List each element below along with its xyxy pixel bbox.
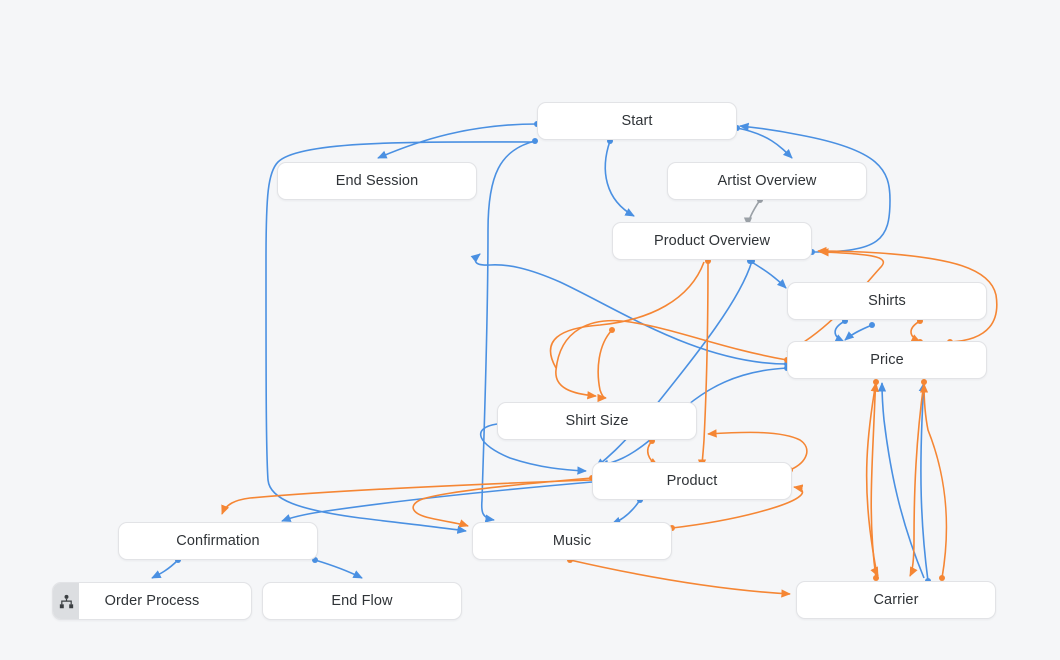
node-shirt-size[interactable]: Shirt Size (497, 402, 697, 440)
node-music[interactable]: Music (472, 522, 672, 560)
node-label: End Session (335, 172, 419, 189)
node-order-process[interactable]: Order Process (52, 582, 252, 620)
node-label: Artist Overview (717, 172, 817, 189)
hierarchy-icon (53, 583, 79, 619)
node-confirmation[interactable]: Confirmation (118, 522, 318, 560)
node-label: Product (666, 472, 718, 489)
node-label: Price (870, 351, 904, 368)
node-end-flow[interactable]: End Flow (262, 582, 462, 620)
node-label: Order Process (104, 592, 200, 609)
node-label: Shirt Size (565, 412, 629, 429)
node-product[interactable]: Product (592, 462, 792, 500)
node-carrier[interactable]: Carrier (796, 581, 996, 619)
node-end-session[interactable]: End Session (277, 162, 477, 200)
node-product-overview[interactable]: Product Overview (612, 222, 812, 260)
node-label: Confirmation (176, 532, 260, 549)
node-label: Music (552, 532, 592, 549)
node-artist-overview[interactable]: Artist Overview (667, 162, 867, 200)
node-label: End Flow (331, 592, 393, 609)
node-label: Product Overview (653, 232, 771, 249)
node-start[interactable]: Start (537, 102, 737, 140)
node-price[interactable]: Price (787, 341, 987, 379)
node-label: Carrier (873, 591, 919, 608)
node-shirts[interactable]: Shirts (787, 282, 987, 320)
node-label: Shirts (868, 292, 906, 309)
node-label: Start (621, 112, 653, 129)
